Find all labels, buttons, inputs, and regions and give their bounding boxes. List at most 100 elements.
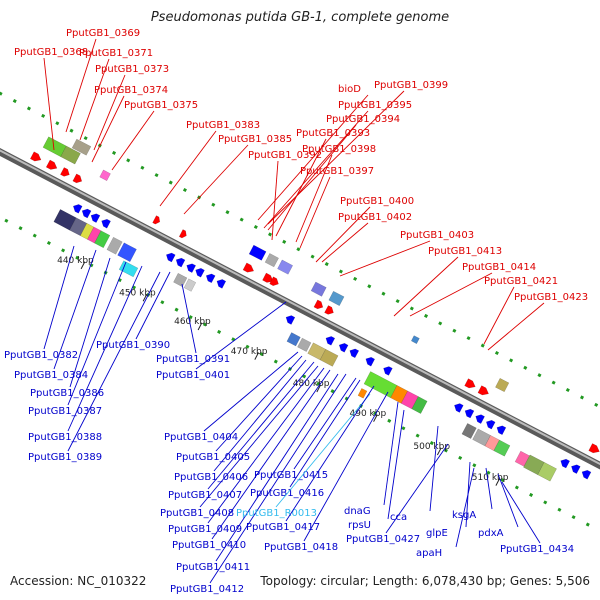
leader-line	[257, 94, 369, 221]
leader-line	[43, 245, 75, 350]
tick-mark	[316, 384, 322, 393]
leader-line	[263, 110, 369, 229]
leader-line	[455, 467, 475, 548]
reverse-gene-arrow	[90, 213, 101, 223]
forward-gene-label: PputGB1_0374	[94, 85, 168, 96]
leader-line	[67, 265, 143, 432]
forward-gene-label: PputGB1_0383	[186, 120, 260, 131]
forward-gene-arrow	[178, 229, 187, 239]
forward-gene-label: PputGB1_0371	[79, 48, 153, 59]
forward-gene-arrow	[152, 215, 161, 225]
tick-label: 450 kbp	[119, 289, 156, 299]
tick-mark	[254, 352, 259, 360]
map-title: Pseudomonas putida GB-1, complete genome	[150, 10, 450, 25]
leader-line	[387, 409, 405, 520]
leader-line	[303, 391, 389, 542]
leader-line	[267, 124, 357, 231]
reverse-gene-label: PputGB1_0418	[264, 542, 338, 553]
reverse-gene-label: PputGB1_0412	[170, 584, 244, 595]
reverse-gene-label: PputGB1_0417	[246, 522, 320, 533]
forward-gene-label: PputGB1_0414	[462, 262, 536, 273]
forward-gene-label: PputGB1_0394	[326, 114, 400, 125]
feature-block	[461, 423, 477, 439]
feature-block	[117, 242, 137, 263]
forward-gene-arrow	[588, 443, 600, 454]
leader-line	[195, 301, 287, 370]
tick-label: 490 kbp	[350, 409, 387, 419]
feature-block	[183, 278, 197, 292]
leader-line	[385, 443, 449, 534]
feature-block	[537, 461, 557, 482]
feature-block	[99, 169, 111, 182]
feature-block	[328, 290, 345, 307]
forward-gene-arrow	[313, 299, 324, 310]
reverse-gene-label: glpE	[426, 528, 448, 539]
leader-line	[135, 271, 171, 340]
reverse-gene-label: PputGB1_0388	[28, 432, 102, 443]
forward-gene-label: PputGB1_0403	[400, 230, 474, 241]
reverse-gene-arrow	[205, 273, 216, 284]
leader-line	[199, 365, 319, 508]
reverse-gene-arrow	[365, 356, 376, 367]
reverse-gene-arrow	[325, 336, 336, 346]
leader-line	[159, 130, 217, 207]
feature-block	[493, 439, 511, 457]
leader-line	[211, 369, 331, 540]
tick-label: 500 kbp	[413, 442, 450, 452]
feature-block	[277, 259, 294, 275]
forward-gene-arrow	[464, 378, 476, 389]
tick-mark	[495, 478, 501, 486]
reverse-gene-label: PputGB1_0415	[254, 470, 328, 481]
reverse-gene-arrow	[571, 464, 581, 474]
genome-summary-text: Topology: circular; Length: 6,078,430 bp…	[260, 574, 590, 588]
reverse-gene-arrow	[496, 425, 507, 436]
reverse-gene-arrow	[216, 279, 227, 289]
tick-mark	[80, 261, 86, 270]
leader-line	[497, 473, 519, 528]
reverse-gene-label: rpsU	[348, 520, 371, 531]
reverse-gene-label: dnaG	[344, 506, 371, 517]
reverse-gene-label: ksgA	[452, 510, 476, 521]
leader-line	[483, 286, 515, 345]
feature-block	[94, 230, 111, 249]
feature-block	[357, 388, 368, 399]
leader-line	[295, 154, 333, 243]
tick-label: 480 kbp	[293, 379, 330, 389]
leader-line	[429, 425, 439, 512]
leader-line	[207, 367, 325, 524]
reverse-gene-label: PputGB1_0409	[168, 524, 242, 535]
accession-text: Accession: NC_010322	[10, 574, 147, 588]
forward-gene-label: bioD	[338, 84, 361, 95]
reverse-gene-label: PputGB1_0404	[164, 432, 238, 443]
leader-line	[267, 90, 405, 225]
tick-mark	[197, 322, 203, 331]
leader-line	[393, 256, 459, 317]
forward-gene-arrow	[29, 151, 42, 162]
feature-block	[297, 337, 312, 352]
forward-gene-label: PputGB1_0423	[514, 292, 588, 303]
reverse-gene-label: PputGB1_0390	[96, 340, 170, 351]
reverse-gene-label: PputGB1_0407	[168, 490, 242, 501]
forward-gene-label: PputGB1_0393	[296, 128, 370, 139]
leader-line	[69, 257, 111, 388]
forward-gene-label: PputGB1_0413	[428, 246, 502, 257]
forward-gene-label: PputGB1_0368	[14, 47, 88, 58]
tick-mark	[436, 447, 442, 456]
tick-label: 460 kbp	[174, 317, 211, 327]
reverse-gene-arrow	[195, 268, 205, 278]
reverse-gene-arrow	[72, 204, 83, 214]
leader-line	[501, 481, 541, 544]
leader-line	[93, 74, 126, 151]
feature-block	[60, 145, 81, 165]
feature-block	[248, 244, 267, 261]
leader-line	[293, 377, 357, 470]
feature-block	[411, 396, 428, 414]
leader-line	[213, 359, 307, 472]
tick-label: 440 kbp	[57, 256, 94, 266]
reverse-gene-label: PputGB1_0434	[500, 544, 574, 555]
forward-gene-label: PputGB1_0402	[338, 212, 412, 223]
reverse-gene-arrow	[175, 257, 186, 268]
forward-gene-label: PputGB1_0395	[338, 100, 412, 111]
feature-block	[310, 281, 327, 297]
forward-gene-arrow	[60, 167, 70, 177]
